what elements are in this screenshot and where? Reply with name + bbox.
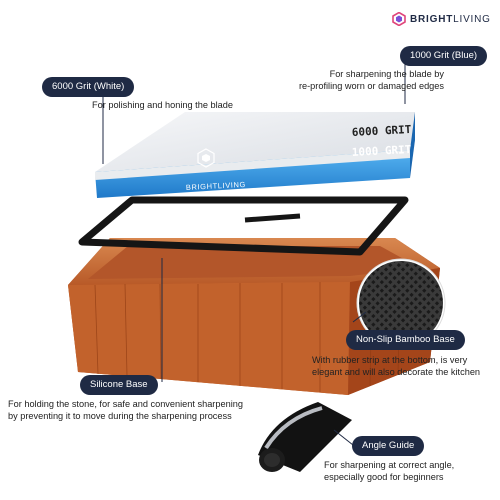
brand-hex-icon: [392, 12, 406, 26]
stone-1000-label: 1000 GRIT: [351, 143, 412, 159]
stone-logo-icon: [197, 148, 215, 168]
silicone-desc-line-1: For holding the stone, for safe and conv…: [8, 399, 243, 409]
brand-name: BRIGHTLIVING: [410, 13, 491, 25]
grit-6000-description: For polishing and honing the blade: [92, 100, 233, 110]
angle-guide-desc-line-1: For sharpening at correct angle,: [324, 460, 455, 470]
silicone-desc-line-2: by preventing it to move during the shar…: [8, 411, 232, 421]
grit-1000-label: 1000 Grit (Blue): [400, 46, 488, 66]
bamboo-base-description: With rubber strip at the bottom, is very…: [312, 354, 480, 378]
grit-1000-desc-line-2: re-profiling worn or damaged edges: [298, 81, 444, 91]
silicone-base-description: For holding the stone, for safe and conv…: [8, 398, 243, 422]
silicone-frame: [78, 196, 409, 256]
rubber-strip-closeup: [356, 258, 446, 348]
grit-1000-desc-line-1: For sharpening the blade by: [329, 69, 444, 79]
angle-guide-label: Angle Guide: [352, 436, 425, 456]
bamboo-base-label: Non-Slip Bamboo Base: [346, 330, 465, 350]
grit-1000-description: For sharpening the blade by re-profiling…: [299, 68, 444, 92]
whetstone: 6000 GRIT 1000 GRIT BRIGHTLIVING: [95, 112, 415, 198]
angle-guide-description: For sharpening at correct angle, especia…: [324, 459, 454, 483]
silicone-base-label: Silicone Base: [80, 375, 158, 395]
angle-guide-desc-line-2: especially good for beginners: [324, 472, 444, 482]
bamboo-desc-line-1: With rubber strip at the bottom, is very: [312, 355, 468, 365]
stone-logo-text: BRIGHTLIVING: [186, 180, 247, 192]
brand-logo: BRIGHTLIVING: [392, 12, 491, 26]
connector-lines: [102, 62, 406, 446]
bamboo-desc-line-2: elegant and will also decorate the kitch…: [312, 367, 481, 377]
grit-6000-label: 6000 Grit (White): [42, 77, 135, 97]
stone-6000-label: 6000 GRIT: [351, 123, 412, 139]
angle-guide: [258, 402, 352, 472]
